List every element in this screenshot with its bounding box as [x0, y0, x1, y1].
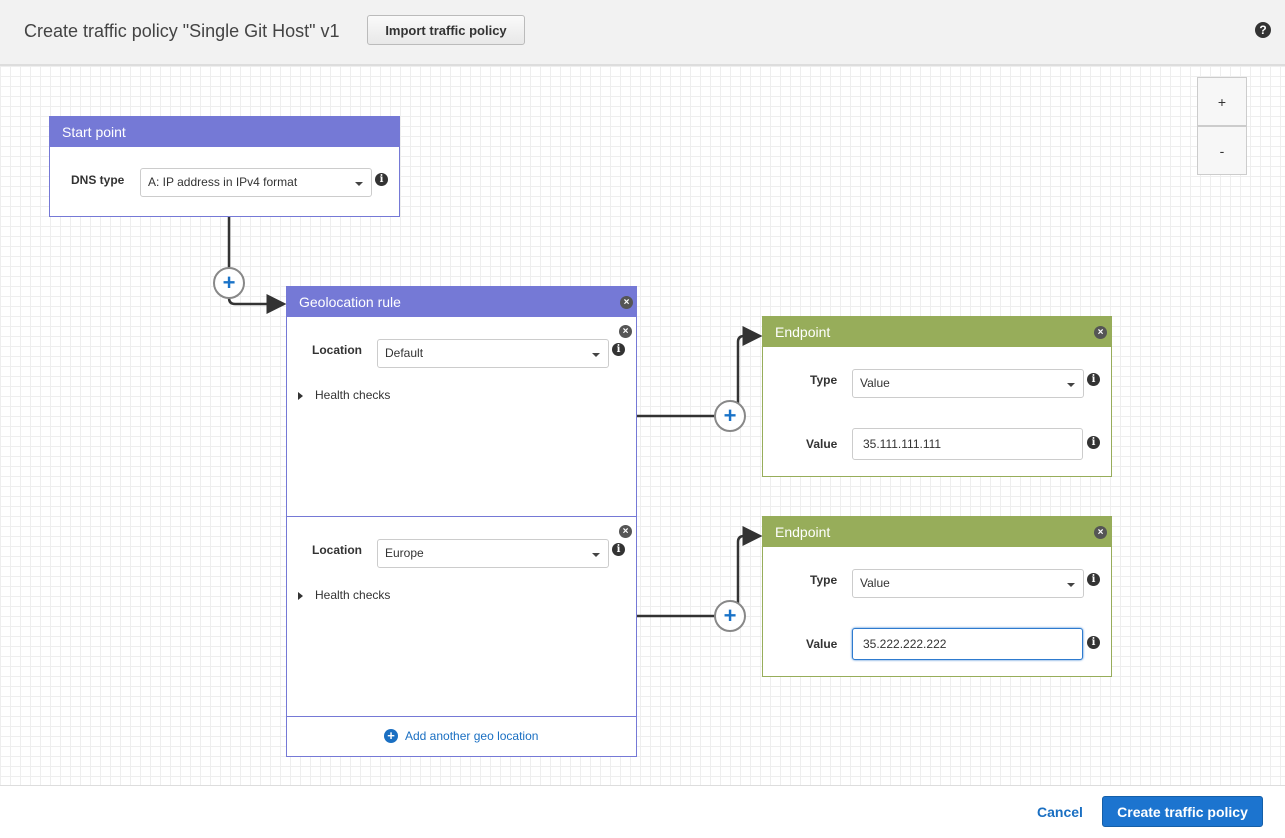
add-geo-location-link[interactable]: + Add another geo location [384, 729, 538, 743]
location-label: Location [312, 343, 362, 357]
add-endpoint-plus-icon[interactable]: + [714, 400, 746, 432]
remove-rule-close-icon[interactable]: × [619, 525, 632, 538]
info-icon[interactable]: i [612, 543, 625, 556]
type-label: Type [810, 373, 838, 387]
page-header [0, 0, 1285, 66]
location-select[interactable]: Default [377, 339, 609, 368]
health-checks-toggle[interactable]: Health checks [298, 388, 390, 402]
start-point-node: Start point [49, 116, 400, 217]
info-icon[interactable]: i [1087, 573, 1100, 586]
info-icon[interactable]: i [1087, 436, 1100, 449]
import-traffic-policy-button[interactable]: Import traffic policy [367, 15, 525, 45]
create-traffic-policy-button[interactable]: Create traffic policy [1102, 796, 1263, 827]
endpoint-title: Endpoint× [763, 517, 1111, 547]
close-icon[interactable]: × [1094, 326, 1107, 339]
page-title: Create traffic policy "Single Git Host" … [24, 21, 340, 41]
zoom-out-button[interactable]: - [1197, 126, 1247, 175]
info-icon[interactable]: i [1087, 373, 1100, 386]
help-icon[interactable]: ? [1255, 22, 1271, 38]
health-checks-toggle[interactable]: Health checks [298, 588, 390, 602]
location-select[interactable]: Europe [377, 539, 609, 568]
info-icon[interactable]: i [1087, 636, 1100, 649]
type-label: Type [810, 573, 838, 587]
info-icon[interactable]: i [612, 343, 625, 356]
remove-rule-close-icon[interactable]: × [619, 325, 632, 338]
cancel-button[interactable]: Cancel [1037, 804, 1083, 820]
zoom-in-button[interactable]: + [1197, 77, 1247, 126]
info-icon[interactable]: i [375, 173, 388, 186]
dns-type-select[interactable]: A: IP address in IPv4 format [140, 168, 372, 197]
start-point-title: Start point [50, 117, 399, 147]
type-select[interactable]: Value [852, 569, 1084, 598]
value-label: Value [806, 637, 838, 651]
endpoint-title: Endpoint× [763, 317, 1111, 347]
dns-type-label: DNS type [71, 173, 125, 187]
close-icon[interactable]: × [620, 296, 633, 309]
add-endpoint-plus-icon[interactable]: + [714, 600, 746, 632]
value-label: Value [806, 437, 838, 451]
geolocation-rule-title: Geolocation rule× [287, 287, 636, 317]
type-select[interactable]: Value [852, 369, 1084, 398]
add-rule-plus-icon[interactable]: + [213, 267, 245, 299]
add-geo-location-label: Add another geo location [405, 729, 539, 743]
plus-circle-icon: + [384, 729, 398, 743]
location-label: Location [312, 543, 362, 557]
close-icon[interactable]: × [1094, 526, 1107, 539]
value-input[interactable]: 35.222.222.222 [852, 628, 1083, 660]
footer [0, 785, 1285, 838]
value-input[interactable]: 35.111.111.111 [852, 428, 1083, 460]
